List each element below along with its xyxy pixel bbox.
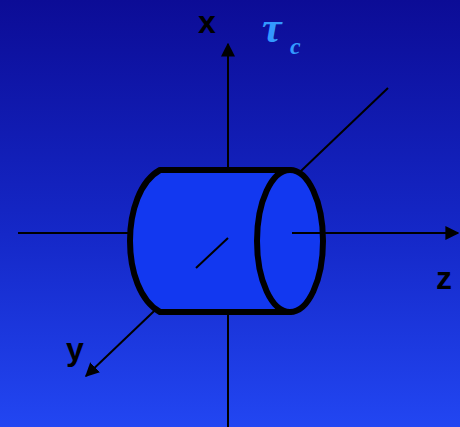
axis-label: y [66,333,84,365]
axis-label: z [436,262,452,294]
y-axis [196,238,228,268]
stress-symbol: τ [262,6,282,50]
stress-subscript: c [290,34,301,58]
z-axis [292,232,320,234]
cylinder-end [257,170,323,312]
y-axis [86,88,388,376]
axis-label: x [198,6,216,38]
